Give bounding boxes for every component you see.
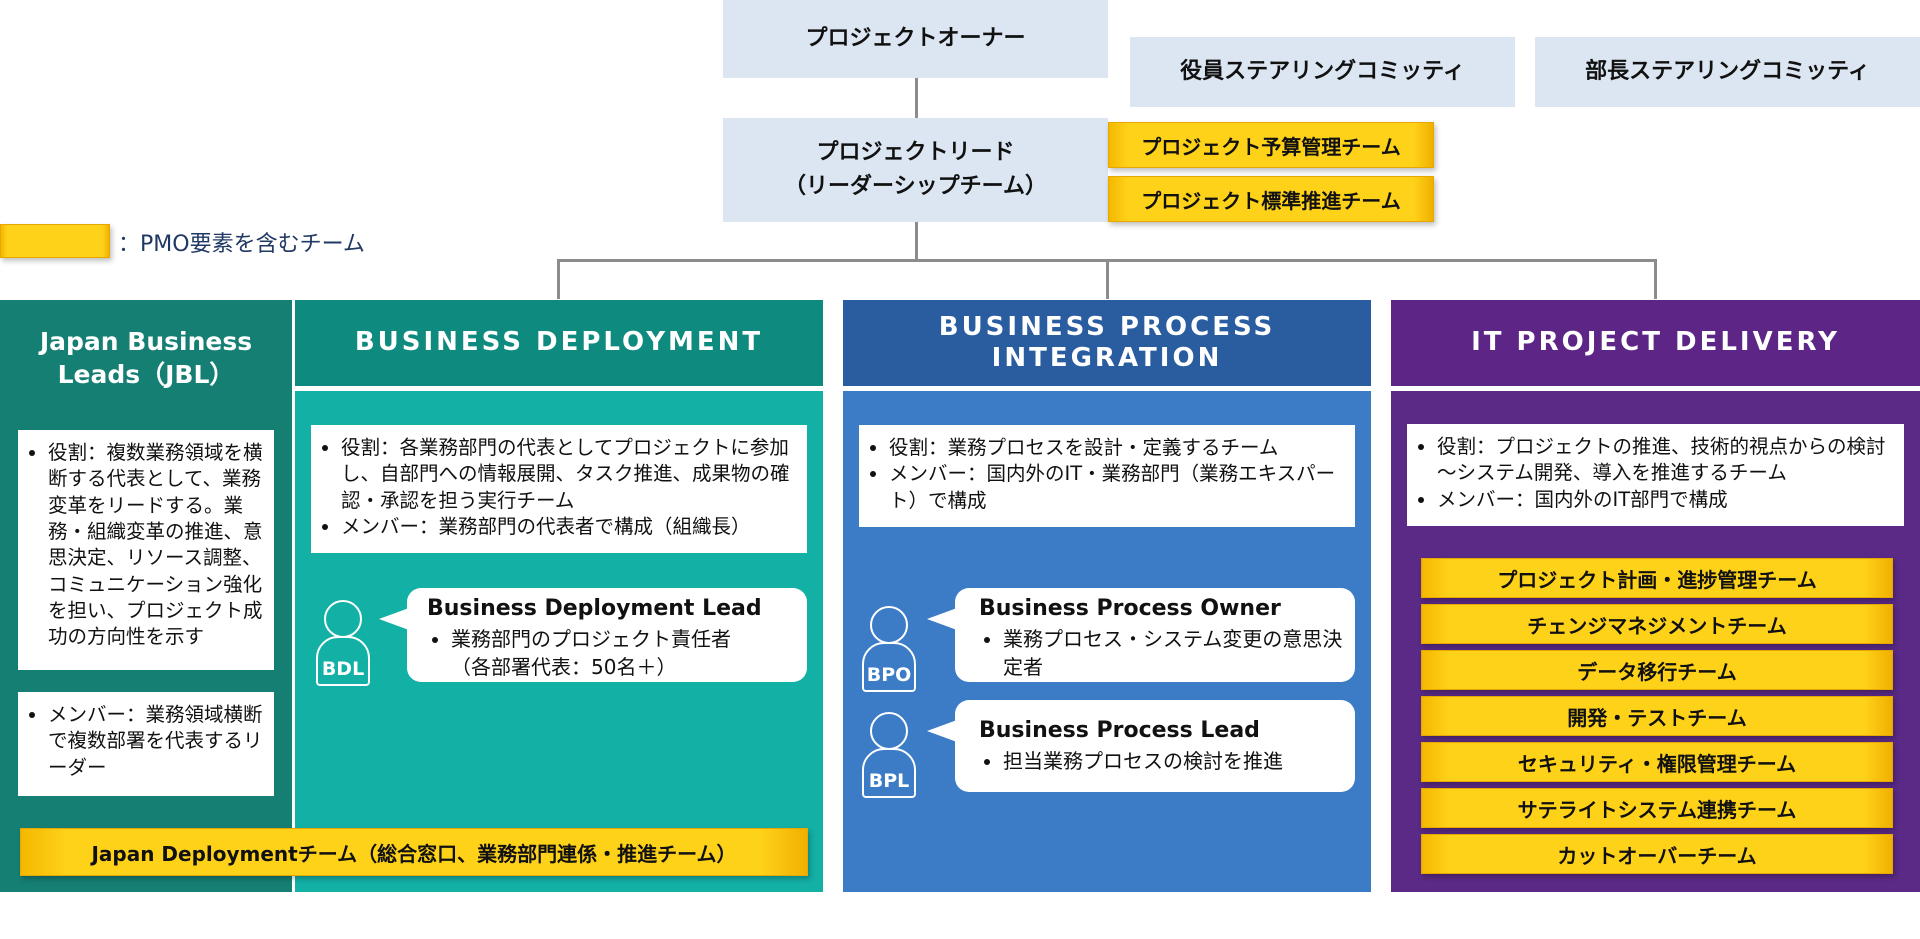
project-owner-label: プロジェクトオーナー (805, 25, 1026, 51)
branch-bd-connector (557, 259, 560, 299)
budget-team-box: プロジェクト予算管理チーム (1108, 122, 1434, 168)
itpd-team-item: サテライトシステム連携チーム (1421, 788, 1893, 828)
japan-deployment-team-bar: Japan Deploymentチーム（総合窓口、業務部門連係・推進チーム） (20, 828, 808, 876)
itpd-team-item: データ移行チーム (1421, 650, 1893, 690)
bd-role-box: 役割：各業務部門の代表としてプロジェクトに参加し、自部門への情報展開、タスク推進… (311, 425, 807, 553)
legend-label: ：PMO要素を含むチーム (118, 232, 365, 257)
dept-steering-committee-box: 部長ステアリングコミッティ (1535, 37, 1920, 107)
bpi-title-line1: BUSINESS PROCESS (938, 311, 1276, 342)
standard-team-label: プロジェクト標準推進チーム (1141, 188, 1401, 213)
exec-steering-committee-box: 役員ステアリングコミッティ (1130, 37, 1515, 107)
jbl-title: Japan Business Leads（JBL） (0, 326, 292, 391)
bd-header: BUSINESS DEPLOYMENT (295, 300, 823, 386)
jbl-member-box: メンバー：業務領域横断で複数部署を代表するリーダー (18, 692, 274, 796)
dept-steering-committee-label: 部長ステアリングコミッティ (1585, 58, 1870, 84)
itpd-team-item: カットオーバーチーム (1421, 834, 1893, 874)
jbl-role-box: 役割：複数業務領域を横断する代表として、業務変革をリードする。業務・組織変革の推… (18, 430, 274, 670)
budget-team-label: プロジェクト予算管理チーム (1141, 134, 1401, 159)
bd-title: BUSINESS DEPLOYMENT (354, 327, 764, 358)
bpo-item: 業務プロセス・システム変更の意思決定者 (1003, 625, 1345, 681)
bpi-role-box: 役割：業務プロセスを設計・定義するチーム メンバー：国内外のIT・業務部門（業務… (859, 425, 1355, 527)
itpd-member-text: メンバー：国内外のIT部門で構成 (1437, 487, 1894, 513)
bpo-bubble: Business Process Owner 業務プロセス・システム変更の意思決… (927, 588, 1355, 682)
project-lead-box: プロジェクトリード （リーダーシップチーム） (723, 118, 1108, 222)
legend-swatch (0, 224, 110, 258)
japan-deployment-team-label: Japan Deploymentチーム（総合窓口、業務部門連係・推進チーム） (91, 841, 737, 866)
jbl-title-line2: Leads（JBL） (57, 359, 235, 389)
bd-lead-bubble: Business Deployment Lead 業務部門のプロジェクト責任者（… (379, 588, 807, 682)
exec-steering-committee-label: 役員ステアリングコミッティ (1180, 58, 1465, 84)
bpl-item: 担当業務プロセスの検討を推進 (1003, 747, 1345, 775)
bd-role-text: 役割：各業務部門の代表としてプロジェクトに参加し、自部門への情報展開、タスク推進… (341, 435, 797, 514)
project-lead-subtitle: （リーダーシップチーム） (784, 174, 1047, 199)
bpi-role-text: 役割：業務プロセスを設計・定義するチーム (889, 435, 1345, 461)
bpi-title-line2: INTEGRATION (991, 343, 1223, 373)
branch-bpi-connector (1106, 259, 1109, 299)
project-owner-box: プロジェクトオーナー (723, 0, 1108, 78)
itpd-team-item: チェンジマネジメントチーム (1421, 604, 1893, 644)
bpi-header: BUSINESS PROCESS INTEGRATION (843, 300, 1371, 386)
bpi-member-text: メンバー：国内外のIT・業務部門（業務エキスパート）で構成 (889, 461, 1345, 514)
itpd-title: IT PROJECT DELIVERY (1471, 327, 1840, 358)
itpd-role-text: 役割：プロジェクトの推進、技術的視点からの検討～システム開発、導入を推進するチー… (1437, 434, 1894, 487)
lead-down-connector (915, 222, 918, 262)
project-lead-title: プロジェクトリード (816, 139, 1015, 165)
bd-lead-title: Business Deployment Lead (427, 596, 762, 621)
bpo-person-icon: BPO (862, 606, 918, 692)
bdl-person-icon: BDL (316, 600, 372, 686)
itpd-team-item: セキュリティ・権限管理チーム (1421, 742, 1893, 782)
itpd-header: IT PROJECT DELIVERY (1391, 300, 1920, 386)
itpd-team-item: プロジェクト計画・進捗管理チーム (1421, 558, 1893, 598)
jbl-title-line1: Japan Business (39, 327, 253, 356)
owner-lead-connector (915, 78, 918, 118)
bpl-title: Business Process Lead (979, 718, 1260, 743)
itpd-role-box: 役割：プロジェクトの推進、技術的視点からの検討～システム開発、導入を推進するチー… (1407, 424, 1904, 526)
bd-member-text: メンバー：業務部門の代表者で構成（組織長） (341, 514, 797, 540)
itpd-team-item: 開発・テストチーム (1421, 696, 1893, 736)
bdl-icon-label: BDL (321, 658, 365, 680)
bd-lead-item: 業務部門のプロジェクト責任者（各部署代表：50名＋） (451, 625, 797, 681)
jbl-role-text: 役割：複数業務領域を横断する代表として、業務変革をリードする。業務・組織変革の推… (48, 440, 266, 651)
bpo-icon-label: BPO (866, 664, 912, 686)
branch-itpd-connector (1654, 259, 1657, 299)
jbl-member-text: メンバー：業務領域横断で複数部署を代表するリーダー (48, 702, 266, 781)
bpl-person-icon: BPL (862, 712, 918, 798)
bpo-title: Business Process Owner (979, 596, 1281, 621)
itpd-team-list: プロジェクト計画・進捗管理チーム チェンジマネジメントチーム データ移行チーム … (1421, 558, 1893, 880)
standard-team-box: プロジェクト標準推進チーム (1108, 176, 1434, 222)
bpl-bubble: Business Process Lead 担当業務プロセスの検討を推進 (927, 700, 1355, 792)
bpl-icon-label: BPL (868, 770, 910, 792)
